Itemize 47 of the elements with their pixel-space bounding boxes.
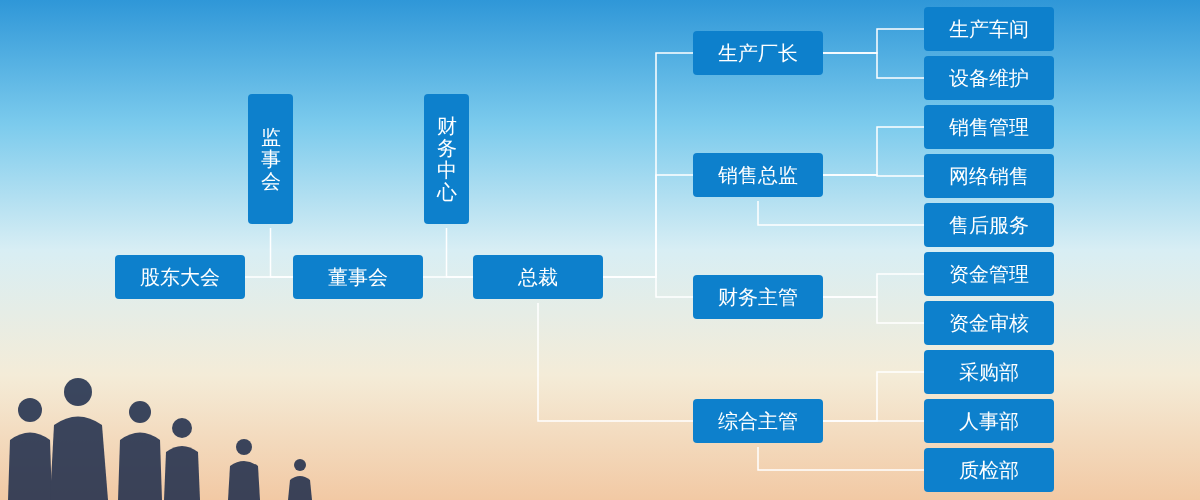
connector-line: [537, 302, 694, 422]
org-box: [924, 252, 1054, 296]
org-box: [693, 275, 823, 319]
org-box: [473, 255, 603, 299]
org-label: 人事部: [959, 408, 1019, 435]
org-label: 质检部: [959, 457, 1019, 484]
org-label: 资金管理: [949, 261, 1029, 288]
org-label: 销售管理: [949, 114, 1029, 141]
org-label: 设备维护: [949, 65, 1029, 92]
connector-line: [822, 52, 925, 79]
connector-line: [822, 296, 925, 324]
org-label: 股东大会: [140, 264, 220, 291]
org-label: 总裁: [518, 264, 558, 291]
org-box: [424, 94, 469, 224]
org-box: [293, 255, 423, 299]
org-box: [924, 448, 1054, 492]
connector-line: [269, 227, 294, 278]
org-box: [693, 31, 823, 75]
org-box: [924, 154, 1054, 198]
org-label: 财务主管: [718, 284, 798, 311]
org-label: 销售总监: [718, 162, 798, 189]
org-box: [693, 153, 823, 197]
org-box: [693, 399, 823, 443]
connector-line: [445, 227, 474, 278]
org-box: [924, 56, 1054, 100]
org-box: [924, 105, 1054, 149]
connector-line: [822, 420, 925, 422]
org-box: [924, 399, 1054, 443]
org-label: 网络销售: [949, 163, 1029, 190]
org-box: [924, 350, 1054, 394]
org-label: 生产车间: [949, 16, 1029, 43]
org-label: 生产厂长: [718, 40, 798, 67]
org-box: [115, 255, 245, 299]
org-box: [924, 203, 1054, 247]
org-box: [924, 7, 1054, 51]
org-label: 采购部: [959, 359, 1019, 386]
org-box: [248, 94, 293, 224]
org-label: 资金审核: [949, 310, 1029, 337]
org-label: 综合主管: [718, 408, 798, 435]
org-label: 财务中心: [436, 115, 457, 203]
org-label: 监事会: [260, 126, 281, 192]
connector-line: [822, 174, 925, 177]
org-box: [924, 301, 1054, 345]
org-label: 董事会: [328, 264, 388, 291]
org-label: 售后服务: [949, 212, 1029, 239]
connector-line: [757, 200, 925, 226]
connector-line: [757, 446, 925, 471]
